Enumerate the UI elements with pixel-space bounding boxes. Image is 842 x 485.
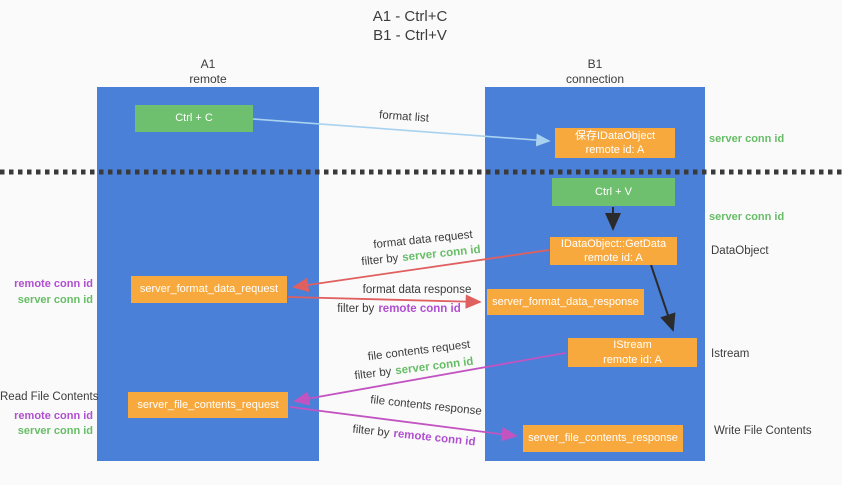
right-label-server-conn-id-copy: server conn id [709,133,785,145]
left-label-group-file: remote conn id server conn id [0,410,93,437]
column-a1-subtitle: remote [189,72,227,86]
right-label-server-conn-id-paste: server conn id [709,211,785,223]
node-ctrl-c-label: Ctrl + C [175,112,213,125]
diagram-title: A1 - Ctrl+C B1 - Ctrl+V [330,8,490,46]
right-label-istream: Istream [711,348,750,360]
node-save-idataobject: 保存IDataObject remote id: A [555,128,675,158]
node-getdata-line2: remote id: A [584,252,643,264]
getdata-to-istream-arrow [650,264,676,332]
filter-by-text: filter by [337,303,375,315]
node-istream-line1: IStream [613,339,652,352]
node-server-file-contents-request-label: server_file_contents_request [137,398,279,411]
node-server-file-contents-response-label: server_file_contents_response [528,432,678,445]
node-ctrl-c: Ctrl + C [135,105,253,132]
left-label-remote-conn-id-file: remote conn id [14,410,93,422]
node-server-format-data-response-label: server_format_data_response [492,295,639,308]
right-label-write-file-contents: Write File Contents [714,425,812,437]
node-server-file-contents-request: server_file_contents_request [128,392,288,418]
file-contents-request-arrow [293,352,566,406]
node-server-format-data-request: server_format_data_request [131,276,287,303]
title-line-paste: B1 - Ctrl+V [373,26,447,44]
node-server-format-data-request-label: server_format_data_request [139,283,279,296]
left-label-server-conn-id-format: server conn id [17,294,93,306]
column-b1-subtitle: connection [565,72,625,86]
node-ctrl-v: Ctrl + V [552,178,675,206]
column-header-a1: A1 remote [97,57,319,87]
file-contents-response-arrow [289,406,518,442]
filter-by-remote-conn-id: remote conn id [378,303,461,315]
left-label-remote-conn-id-format: remote conn id [14,278,93,290]
format-data-request-arrow [292,249,550,293]
node-server-format-data-response: server_format_data_response [487,289,644,315]
format-list-arrow [252,118,551,147]
node-istream-line2: remote id: A [603,353,662,366]
node-istream: IStream remote id: A [568,338,697,367]
node-save-idataobject-line2: remote id: A [585,144,645,156]
node-save-idataobject-line1: 保存IDataObject [574,129,656,142]
left-label-read-file-contents: Read File Contents [0,391,99,403]
left-label-group-format: remote conn id server conn id [0,278,93,306]
right-label-dataobject: DataObject [711,245,769,257]
node-getdata-line1: IDataObject::GetData [560,237,667,250]
title-line-copy: A1 - Ctrl+C [372,8,448,25]
column-a1-id: A1 [200,57,216,71]
node-getdata: IDataObject::GetData remote id: A [550,237,677,265]
edge-label-format-data-response: format data response [362,284,472,296]
node-ctrl-v-label: Ctrl + V [595,185,632,198]
column-b1-id: B1 [587,57,603,71]
column-header-b1: B1 connection [485,57,705,87]
left-label-server-conn-id-file: server conn id [17,425,93,437]
node-server-file-contents-response: server_file_contents_response [523,425,683,452]
format-data-response-arrow [287,294,482,309]
